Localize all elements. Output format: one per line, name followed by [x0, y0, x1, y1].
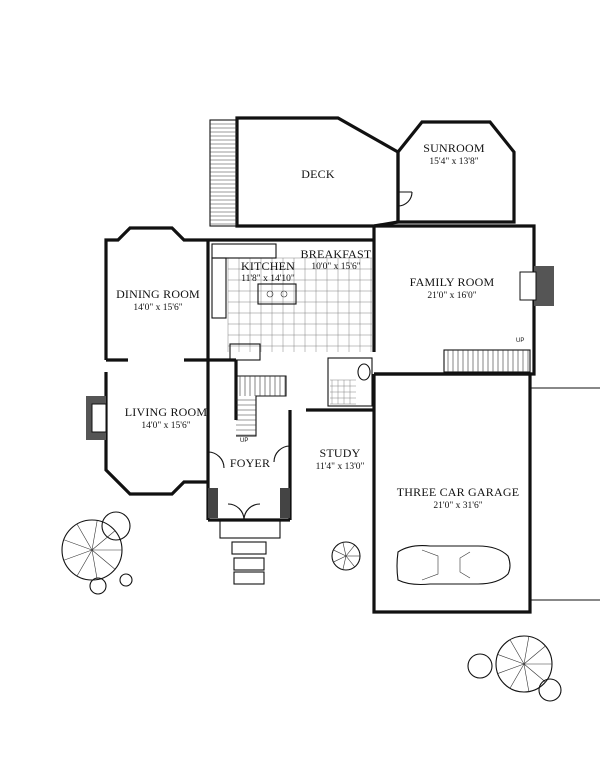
room-dims-breakfast: 10'0" x 15'6"	[311, 262, 360, 272]
room-dims-sunroom: 15'4" x 13'8"	[429, 157, 478, 167]
half-bath	[327, 357, 373, 407]
room-label-study: STUDY	[319, 446, 360, 460]
drawing-line	[345, 544, 355, 557]
stair-up-label-foyer: UP	[240, 438, 248, 444]
drawing-line	[91, 549, 116, 570]
room-label-deck: DECK	[301, 167, 335, 181]
drawing-line	[523, 636, 530, 665]
garage-car-icon	[396, 545, 511, 586]
foyer-doors	[207, 445, 291, 521]
main-stair: UP	[236, 375, 287, 444]
tree-icon	[61, 511, 133, 595]
room-label-dining: DINING ROOM	[116, 287, 200, 301]
front-porch	[219, 519, 281, 585]
drawing-line	[497, 663, 525, 674]
drawing-line	[91, 520, 98, 551]
drawing-line	[333, 555, 347, 563]
stair-up-label: UP	[516, 338, 524, 344]
drawing-line	[345, 555, 355, 568]
room-label-kitchen: KITCHEN	[241, 259, 295, 273]
room-dims-dining: 14'0" x 15'6"	[133, 303, 182, 313]
drawing-line	[497, 654, 525, 665]
room-label-breakfast: BREAKFAST	[301, 247, 372, 261]
drawing-line	[91, 549, 98, 580]
drawing-line	[333, 549, 347, 557]
tree-icon	[467, 635, 562, 702]
room-dims-study: 11'4" x 13'0"	[316, 462, 365, 472]
drawing-line	[63, 539, 93, 551]
room-label-living: LIVING ROOM	[125, 405, 208, 419]
kitchen-island	[257, 283, 297, 305]
room-dims-living: 14'0" x 15'6"	[141, 421, 190, 431]
drawing-line	[523, 663, 530, 692]
drawing-line	[509, 639, 525, 665]
room-label-garage: THREE CAR GARAGE	[397, 485, 520, 499]
room-label-family: FAMILY ROOM	[410, 275, 495, 289]
drawing-line	[523, 663, 546, 683]
room-label-foyer: FOYER	[230, 456, 270, 470]
drawing-line	[509, 663, 525, 689]
drawing-line	[76, 549, 93, 577]
drawing-line	[76, 523, 93, 551]
tree-icon	[331, 541, 361, 571]
family-fireplace	[519, 266, 554, 306]
drawing-line	[342, 542, 347, 557]
room-dims-garage: 21'0" x 31'6"	[433, 501, 482, 511]
room-dims-family: 21'0" x 16'0"	[427, 291, 476, 301]
room-label-sunroom: SUNROOM	[423, 141, 485, 155]
room-dims-kitchen: 11'8" x 14'10"	[241, 274, 295, 284]
family-stair: UP	[443, 338, 531, 373]
drawing-line	[63, 549, 93, 561]
drawing-line	[342, 555, 347, 570]
kitchen-tile-floor	[227, 257, 372, 352]
sunroom-area	[396, 120, 516, 224]
drawing-line	[91, 530, 116, 551]
drawing-line	[523, 645, 546, 665]
kitchen-counters	[211, 243, 297, 361]
deck-stair	[209, 119, 238, 227]
living-fireplace	[86, 396, 107, 440]
sunroom-door	[397, 191, 413, 207]
